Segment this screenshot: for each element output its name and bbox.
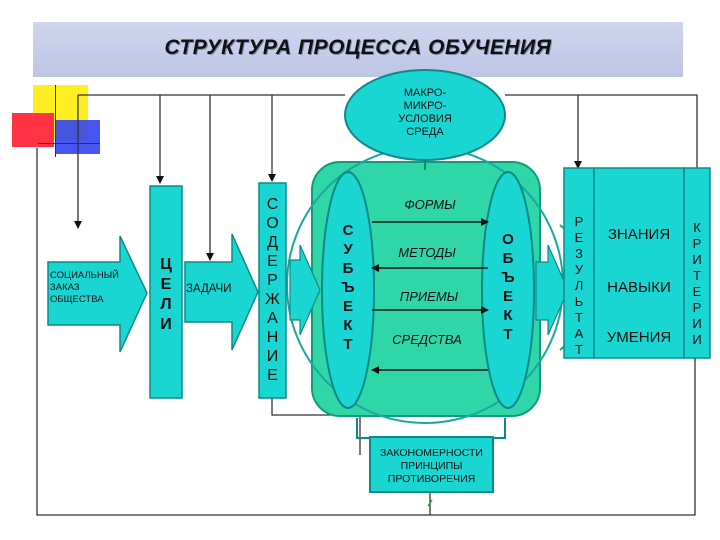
content-to-laws-line (271, 395, 361, 455)
social-line-1: СОЦИАЛЬНЫЙ (50, 270, 120, 281)
goals-box (149, 185, 183, 399)
forms-label: ФОРМЫ (404, 197, 456, 212)
means-label: СРЕДСТВА (392, 332, 462, 347)
diagram-title: СТРУКТУРА ПРОЦЕССА ОБУЧЕНИЯ (164, 36, 552, 59)
subject-ellipse (321, 171, 375, 409)
criteria-letter: К (693, 219, 701, 235)
object-letter: Б (502, 250, 514, 267)
object-letter: О (502, 231, 514, 248)
subject-letter: С (342, 221, 354, 239)
object-letter: Т (503, 326, 513, 343)
content-letter: Е (267, 252, 278, 270)
laws-box (369, 436, 494, 493)
laws-bracket (356, 418, 506, 439)
content-label: С О Д Е Р Ж А Н И Е (259, 185, 286, 395)
subject-letter: К (343, 316, 353, 334)
social-line-2: ЗАКАЗ (50, 282, 80, 293)
criteria-letter: Р (692, 235, 702, 251)
knowledge-label: ЗНАНИЯ (607, 226, 671, 243)
laws-line-1: ЗАКОНОМЕРНОСТИ (380, 447, 483, 459)
result-label: Р Е З У Л Ь Т А Т (564, 198, 594, 373)
object-letter: К (503, 307, 513, 324)
goals-letter: Е (160, 276, 172, 293)
content-letter: Ж (265, 290, 280, 308)
macro-line-2: МИКРО- (403, 100, 447, 112)
tasks-label: ЗАДАЧИ (186, 283, 232, 295)
outer-frame-line (36, 148, 696, 516)
object-to-result-arrow (535, 244, 569, 336)
content-letter: И (266, 347, 279, 365)
content-letter: О (266, 214, 279, 232)
content-letter: Е (267, 366, 278, 384)
macro-line-4: СРЕДА (406, 126, 444, 138)
social-order-arrow (47, 235, 148, 353)
top-connector-line-right (505, 94, 698, 168)
goals-letter: Ц (160, 256, 172, 273)
macro-line-1: МАКРО- (403, 87, 447, 99)
decor-red-square (12, 113, 54, 147)
subject-letter: Т (343, 335, 353, 353)
title-bar: СТРУКТУРА ПРОЦЕССА ОБУЧЕНИЯ (33, 22, 683, 77)
social-line-3: ОБЩЕСТВА (50, 294, 104, 305)
subject-letter: Ъ (341, 278, 355, 296)
skills-label: НАВЫКИ (607, 279, 671, 296)
content-letter: С (266, 195, 279, 213)
object-letter: Е (502, 288, 513, 305)
social-order-label: СОЦИАЛЬНЫЙ ЗАКАЗ ОБЩЕСТВА (50, 270, 130, 306)
criteria-label: К Р И Т Е Р И И (684, 208, 710, 358)
laws-line-3: ПРОТИВОРЕЧИЯ (387, 473, 476, 485)
result-letter: У (574, 262, 584, 277)
result-letter: Л (574, 278, 584, 293)
result-letter: Р (574, 214, 584, 229)
content-letter: Р (267, 271, 278, 289)
subject-label: С У Б Ъ Е К Т (333, 212, 363, 362)
tasks-arrow (184, 233, 259, 351)
content-letter: Д (267, 233, 278, 251)
result-letter: А (574, 326, 584, 341)
macro-label: МАКРО- МИКРО- УСЛОВИЯ СРЕДА (345, 87, 505, 139)
result-letter: Е (574, 230, 584, 245)
subject-letter: Б (342, 259, 354, 277)
object-label: О Б Ъ Е К Т (493, 222, 523, 352)
subject-letter: Е (342, 297, 353, 315)
criteria-letter: И (692, 331, 702, 347)
content-box (258, 182, 287, 399)
criteria-letter: Е (692, 283, 702, 299)
content-letter: Н (266, 328, 279, 346)
criteria-letter: Р (692, 299, 702, 315)
methods-label: МЕТОДЫ (398, 245, 456, 260)
laws-line-2: ПРИНЦИПЫ (400, 460, 463, 472)
macro-line-3: УСЛОВИЯ (398, 113, 452, 125)
techniques-label: ПРИЕМЫ (399, 289, 459, 304)
green-tick (427, 499, 433, 507)
criteria-letter: И (692, 315, 702, 331)
object-letter: Ъ (501, 269, 515, 286)
result-letter: З (575, 246, 583, 261)
goals-letter: И (160, 316, 172, 333)
content-letter: А (267, 309, 278, 327)
subject-letter: У (343, 240, 353, 258)
result-box (563, 167, 595, 359)
goals-label: Ц Е Л И (150, 250, 182, 340)
criteria-box (683, 167, 711, 359)
result-letter: Т (575, 310, 583, 325)
laws-label: ЗАКОНОМЕРНОСТИ ПРИНЦИПЫ ПРОТИВОРЕЧИЯ (370, 447, 493, 486)
result-letter: Т (575, 342, 583, 357)
criteria-letter: И (692, 251, 702, 267)
content-to-subject-arrow (289, 244, 321, 336)
decor-line-h (38, 143, 100, 144)
result-letter: Ь (574, 294, 584, 309)
object-ellipse (481, 171, 535, 409)
goals-letter: Л (160, 296, 172, 313)
criteria-letter: Т (693, 267, 701, 283)
decor-line-v (55, 85, 56, 157)
abilities-label: УМЕНИЯ (606, 329, 672, 346)
outcomes-box (593, 167, 685, 359)
